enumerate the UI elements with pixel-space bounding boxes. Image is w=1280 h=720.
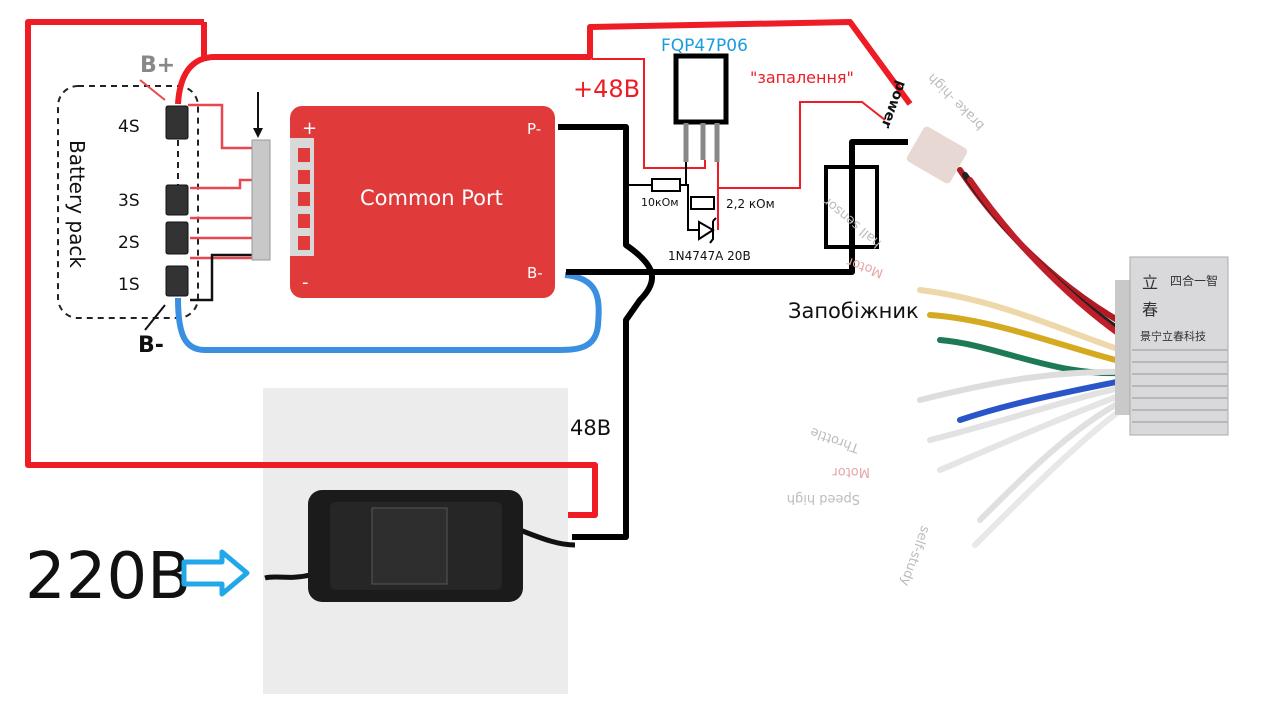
cell-2s-label: 2S [118,233,140,253]
fuse [824,165,879,249]
red-wires [25,19,913,518]
power-label: power [877,79,909,131]
bms-p-minus-label: P- [527,120,541,138]
bms-b-minus-label: B- [527,264,543,282]
ignition-wires [592,58,886,230]
resistor-10k-label: 10кОм [641,196,679,209]
brake-label: brake -high [925,70,988,133]
bms-minus-label: - [302,272,309,293]
controller-chinese-footer: 景宁立春科技 [1140,329,1206,343]
battery-pack-label: Battery pack [65,140,89,268]
controller-photo: 立 春 四合一智 景宁立春科技 [906,126,1229,548]
arrow-right-icon [181,549,250,597]
cell-1s-label: 1S [118,275,140,295]
b-minus-label: B- [138,333,164,358]
voltage-label: +48B [573,75,640,103]
controller-chinese-2: 春 [1142,300,1158,319]
transistor [673,53,729,162]
controller-chinese-header: 四合一智 [1170,273,1218,288]
cell-4s-label: 4S [118,117,140,137]
motor-label-1: Motor [844,253,885,280]
fuse-label: Запобіжник [788,299,919,323]
throttle-label: Throttle [808,424,862,456]
battery-pack-frame [57,85,199,319]
motor-label-2: Motor [832,464,870,479]
bms-board [290,106,555,298]
self-study-label: self-study [897,524,933,589]
bms-title: Common Port [360,186,503,210]
balance-connector [251,139,271,261]
charge-voltage-label: 48B [570,416,611,440]
resistor-2k2-label: 2,2 кОм [726,197,775,211]
cell-3s-label: 3S [118,191,140,211]
transistor-label: FQP47P06 [661,36,748,56]
bms-plus-label: + [302,118,317,139]
b-plus-label: B+ [140,53,175,78]
zener-label: 1N4747A 20B [668,249,751,263]
controller-chinese-1: 立 [1142,273,1158,292]
charger-photo [263,388,576,694]
blue-wire [175,272,602,353]
speed-high-label: Speed high [787,491,860,506]
black-wires [558,124,908,540]
battery-cells [165,105,189,297]
mains-voltage-label: 220B [25,540,191,614]
gate-network [628,160,717,244]
balance-leads [188,103,258,260]
ignition-label: "запалення" [750,68,854,87]
